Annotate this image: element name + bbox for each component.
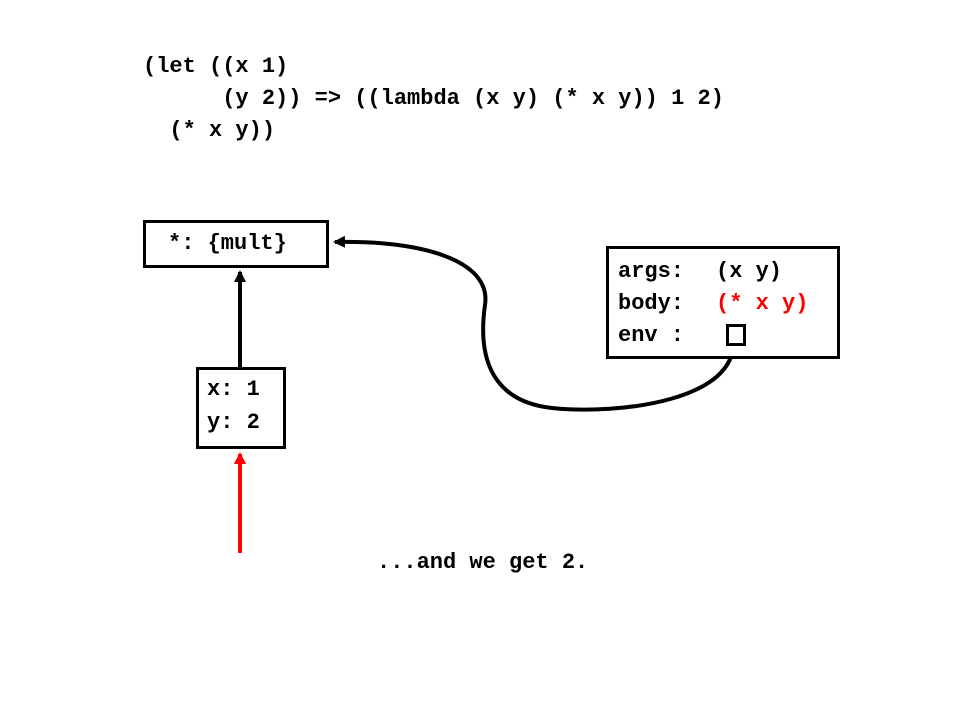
y-binding: y: 2: [207, 410, 260, 435]
result-caption: ...and we get 2.: [377, 550, 589, 575]
code-line-2: (y 2)) => ((lambda (x y) (* x y)) 1 2): [143, 86, 724, 111]
closure-object: args: (x y) body: (* x y) env :: [606, 246, 840, 359]
global-binding: *: {mult}: [168, 231, 287, 256]
body-value: (* x y): [716, 291, 809, 316]
x-binding: x: 1: [207, 377, 260, 402]
global-environment-frame: *: {mult}: [143, 220, 329, 268]
env-pointer-slot: [726, 324, 746, 346]
code-line-3: (* x y)): [143, 118, 276, 143]
code-line-1: (let ((x 1): [143, 54, 289, 79]
closure-env-arrow: [333, 235, 736, 412]
local-environment-frame: x: 1 y: 2: [196, 367, 286, 449]
args-label: args:: [618, 259, 685, 284]
args-value: (x y): [716, 259, 783, 284]
env-label: env :: [618, 323, 685, 348]
body-label: body:: [618, 291, 685, 316]
